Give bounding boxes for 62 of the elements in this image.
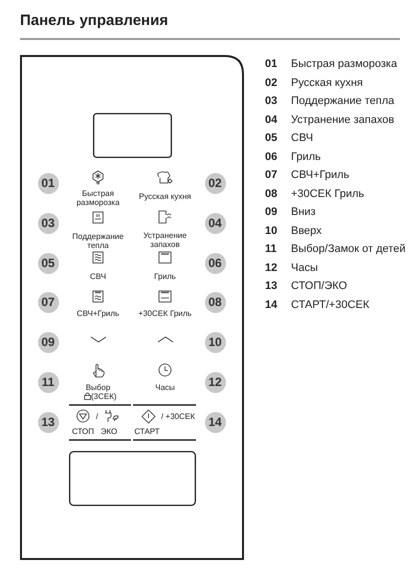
callout-number: 14 xyxy=(204,412,226,432)
button-label: СТАРТ xyxy=(133,426,161,436)
display-window xyxy=(93,113,172,158)
button-label: Быстрая разморозка xyxy=(75,189,121,207)
item-number: 12 xyxy=(265,260,278,274)
button-label: / xyxy=(94,412,100,420)
item-number: 09 xyxy=(265,205,278,219)
item-number: 13 xyxy=(265,279,278,293)
callout-number: 12 xyxy=(204,372,226,392)
button-label: СВЧ xyxy=(88,272,108,280)
callout-number: 07 xyxy=(38,292,58,312)
callout-number: 06 xyxy=(204,252,226,274)
function-name: СТОП/ЭКО xyxy=(291,279,348,293)
button-label: Гриль xyxy=(153,272,177,280)
function-name: СВЧ xyxy=(291,131,314,145)
item-number: 01 xyxy=(265,57,278,71)
function-name: Выбор/Замок от детей xyxy=(291,242,406,256)
callout-number: 05 xyxy=(38,252,58,274)
item-number: 11 xyxy=(265,242,277,256)
item-number: 05 xyxy=(265,131,278,145)
callout-number: 10 xyxy=(204,332,226,352)
control-panel-outline xyxy=(20,55,244,560)
function-name: Гриль xyxy=(291,150,321,164)
function-name: Русская кухня xyxy=(291,76,363,90)
item-number: 14 xyxy=(265,298,278,312)
item-number: 06 xyxy=(265,150,278,164)
item-number: 10 xyxy=(265,224,278,238)
function-name: СТАРТ/+30СЕК xyxy=(291,298,370,312)
button-label: Устранение запахов xyxy=(142,231,188,249)
function-name: Поддержание тепла xyxy=(291,94,394,108)
button-label: (3СЕК) xyxy=(91,392,115,400)
button-label: СТОП xyxy=(71,426,95,436)
button-label: +30СЕК Гриль xyxy=(137,308,193,318)
callout-number: 11 xyxy=(38,372,58,392)
function-name: Вниз xyxy=(291,205,316,219)
callout-number: 01 xyxy=(38,172,58,194)
function-name: Устранение запахов xyxy=(291,112,394,126)
item-number: 02 xyxy=(265,76,278,90)
button-label: СВЧ+Гриль xyxy=(76,308,120,318)
callout-number: 03 xyxy=(38,212,58,234)
function-name: +30СЕК Гриль xyxy=(291,186,364,200)
function-name: СВЧ+Гриль xyxy=(291,168,350,182)
item-number: 08 xyxy=(265,186,278,200)
button-label: Выбор xyxy=(84,382,110,392)
function-name: Часы xyxy=(291,260,318,274)
item-number: 04 xyxy=(265,112,278,126)
display-window xyxy=(69,451,196,506)
callout-number: 02 xyxy=(204,172,226,194)
button-label: Русская кухня xyxy=(138,192,192,200)
callout-number: 13 xyxy=(38,412,58,432)
item-number: 03 xyxy=(265,94,278,108)
button-label: / +30СЕК xyxy=(160,412,196,420)
callout-number: 08 xyxy=(204,292,226,312)
heading: Панель управления xyxy=(20,12,168,29)
item-number: 07 xyxy=(265,168,278,182)
function-name: Быстрая разморозка xyxy=(291,57,398,71)
button-label: Поддержание тепла xyxy=(71,232,125,250)
function-name: Вверх xyxy=(291,224,322,238)
callout-number: 09 xyxy=(38,332,58,352)
callout-number: 04 xyxy=(204,212,226,234)
button-label: Часы xyxy=(154,382,176,392)
button-label: ЭКО xyxy=(100,426,118,436)
